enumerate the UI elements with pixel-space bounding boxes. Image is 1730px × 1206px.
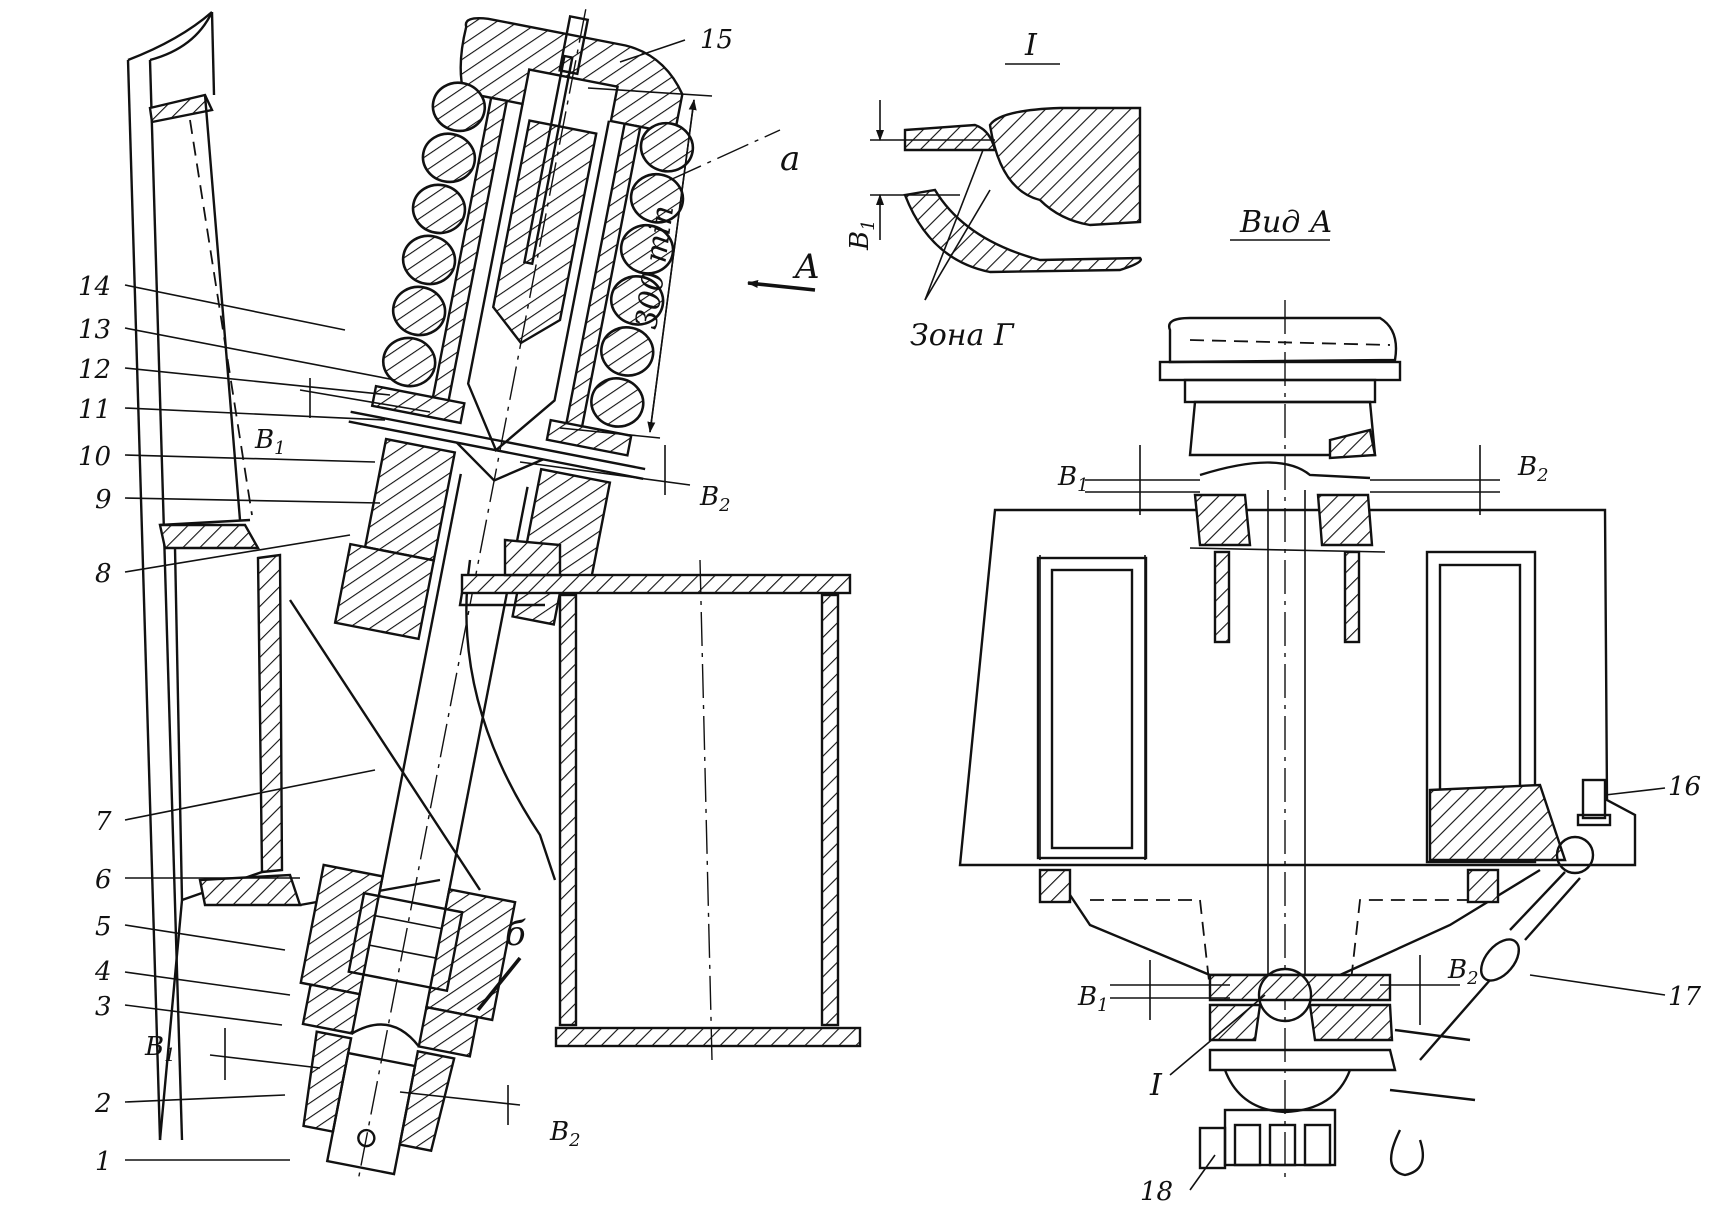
upper-b2: B2 [699,482,731,516]
part-18: 18 [1140,1177,1173,1206]
main-section-view [126,9,862,1178]
part-6: 6 [95,865,112,895]
letter-a: a [780,139,800,179]
zone-label: Зона Г [910,318,1015,353]
part-16: 16 [1668,772,1701,802]
base-plate [198,873,302,907]
spring-coils-left [381,81,487,388]
part-1: 1 [95,1147,112,1177]
part-17: 17 [1668,982,1702,1012]
bushing-upper [363,437,457,562]
part-2: 2 [94,1089,112,1119]
part-5: 5 [95,912,112,942]
view-A: Вид А [958,205,1702,1206]
inclined-shaft-assembly [299,9,695,1178]
part-7: 7 [95,807,112,837]
spring-coils-right [590,121,695,428]
view-A-body [958,508,1637,867]
viewA-b2-top: B2 [1517,452,1549,486]
part-callouts-left: 1 2 3 4 5 6 7 8 9 10 11 12 13 14 15 [78,25,733,1177]
lower-b2: B2 [549,1117,581,1151]
rectangular-beam [458,559,862,1061]
detail-title: I [1024,28,1038,63]
view-A-title: Вид А [1239,205,1333,240]
letter-b: б [505,914,526,954]
detail-b1: B1 [845,219,879,251]
part-14: 14 [78,272,111,302]
part-13: 13 [78,315,111,345]
lower-b1: B1 [144,1032,176,1066]
part-9: 9 [95,485,112,515]
gap-dims-upper: B1 B2 [254,378,731,516]
part-4: 4 [94,957,112,987]
viewA-b2-bottom: B2 [1447,955,1479,989]
view-arrow-A [747,280,816,292]
part-12: 12 [78,355,111,385]
part-8: 8 [95,559,112,589]
part-10: 10 [78,442,111,472]
gap-dims-lower: B1 B2 [144,1028,581,1151]
dim-length-label: 300 min [629,203,681,331]
structural-diagonal [288,599,482,891]
viewA-b1-top: B1 [1057,462,1089,496]
arrow-A-label: A [792,247,820,287]
upper-b1: B1 [254,425,286,459]
top-cap [459,17,684,135]
support-bracket [503,538,562,577]
part-15: 15 [700,25,733,55]
viewA-b1-bottom: B1 [1077,982,1109,1016]
left-frame [126,11,284,1141]
detail-I: I B1 Зона Г [845,28,1142,353]
main-shaft [377,473,462,897]
part-3: 3 [95,992,112,1022]
detail-ref-I: I [1149,1068,1163,1103]
part-11: 11 [78,395,111,425]
lower-flange [370,384,466,425]
